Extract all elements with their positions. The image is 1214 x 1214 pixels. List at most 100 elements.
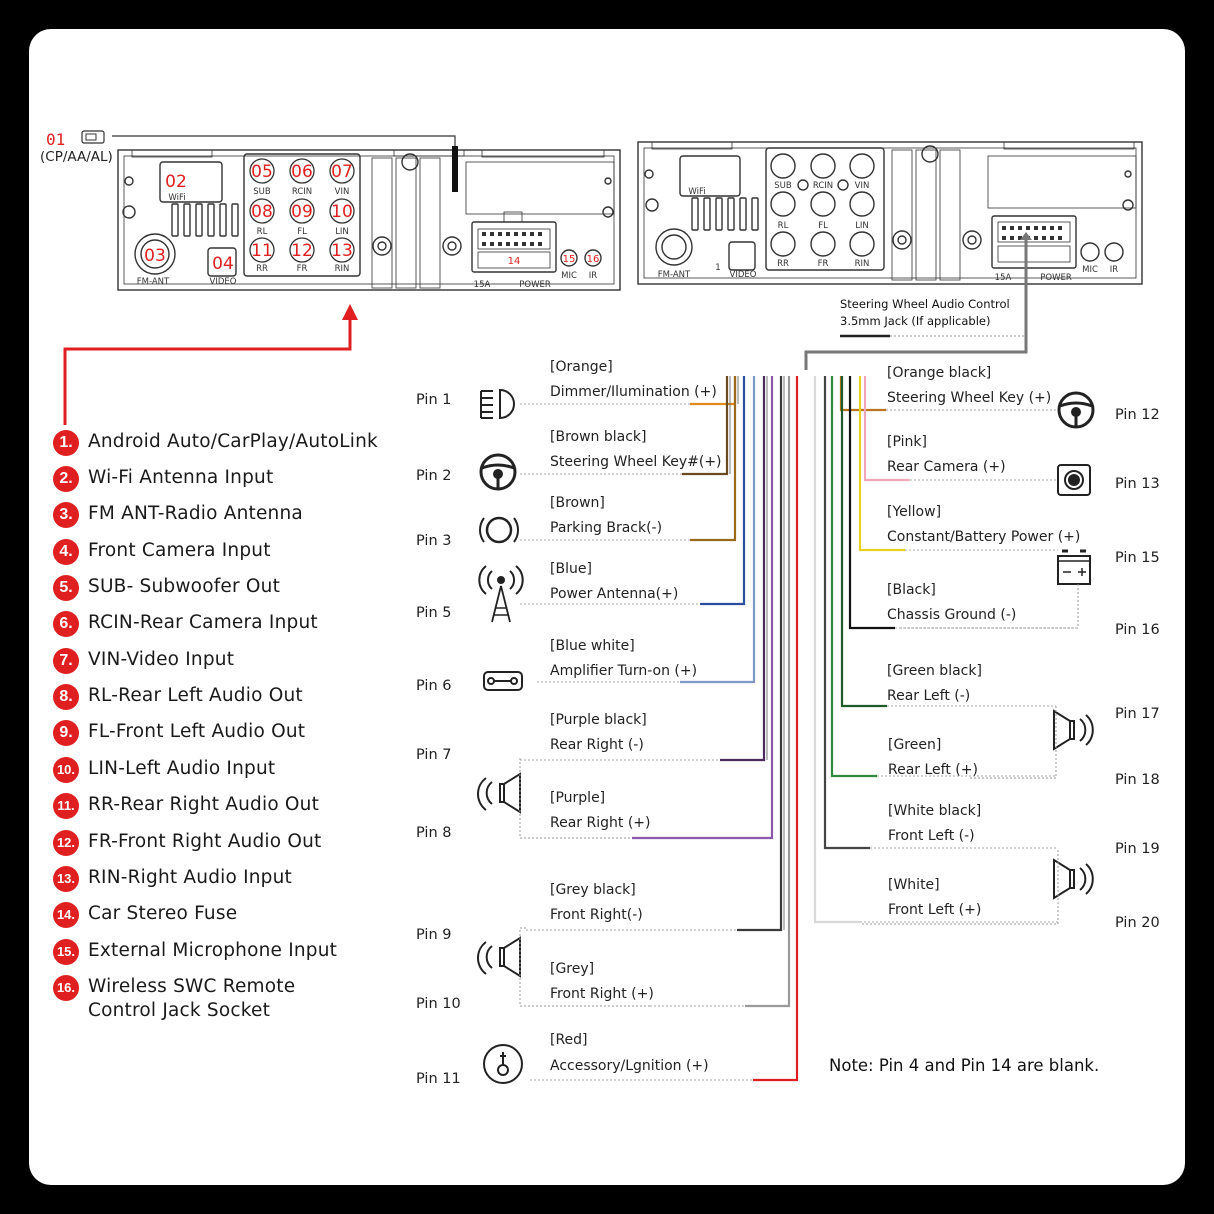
wire-function: Front Left (+) [888,902,981,918]
unit-left-port-label: LIN [335,227,349,237]
speaker-icon [477,936,521,978]
rca-jack [249,158,275,184]
swc-note-line2: 3.5mm Jack (If applicable) [840,314,991,328]
port-number-label: 13 [331,241,353,261]
head-unit-right [637,141,1143,285]
legend-item: 6.RCIN-Rear Camera Input [53,611,318,637]
wire-function: Accessory/Lgnition (+) [550,1058,709,1074]
rca-jack [249,198,275,224]
parking-brake-icon [479,516,519,544]
unit-right-port-label: RCIN [813,181,833,191]
rca-jack [249,237,275,263]
pin-label: Pin 3 [416,533,451,549]
unit-right-port-label: VIDEO [730,270,757,280]
port-number-label: 02 [165,172,187,192]
wire [745,376,791,1008]
power-connector-pins-right [1002,226,1062,240]
wire-color-name: [Purple] [550,790,605,806]
unit-right-port-label: 1 [715,263,720,273]
legend-label: FR-Front Right Audio Out [88,831,322,852]
legend-item: 3. FM ANT-Radio Antenna [53,502,303,528]
unit-right-port-label: MIC [1082,265,1098,275]
unit-right-port-label: SUB [774,181,792,191]
unit-left-port-label: SUB [253,187,271,197]
speaker-brackets [519,584,1079,1007]
unit-right-port-label: VIN [855,181,870,191]
speaker-icon [1053,858,1094,900]
legend-item: 2.Wi-Fi Antenna Input [53,466,273,492]
legend-item: 9.FL-Front Left Audio Out [53,720,305,746]
rca-jack [289,158,315,184]
wire-color-name: [Brown black] [550,429,646,445]
power-connector-pins-left [482,232,542,246]
unit-left-port-label: VIN [335,187,350,197]
rca-jack [329,237,355,263]
wire-color-name: [Blue] [550,561,592,577]
legend-label: RL-Rear Left Audio Out [88,685,303,706]
legend-number-badge: 6. [53,611,79,637]
unit-right-port-label: LIN [855,221,869,231]
legend-item: 11.RR-Rear Right Audio Out [53,793,319,819]
wire [700,376,746,606]
wire-color-name: [Red] [550,1032,588,1048]
wire-function: Rear Camera (+) [887,459,1006,475]
unit-right-port-label: FM-ANT [658,270,691,280]
legend-label: RIN-Right Audio Input [88,867,292,888]
swc-arrow-head [1020,232,1032,240]
amplifier-icon [483,671,523,691]
legend-label: Android Auto/CarPlay/AutoLink [88,431,378,452]
rca-jack [329,198,355,224]
wire [737,376,783,932]
legend-label: Wireless SWC Remote Control Jack Socket [88,976,296,1021]
unit-right-port-label: FL [818,221,828,231]
wire [720,376,766,762]
legend-number-badge: 7. [53,648,79,674]
wire-function: Front Left (-) [888,828,975,844]
wire-function: Steering Wheel Key#(+) [550,454,722,470]
wire-color-name: [White] [888,877,940,893]
legend-item: 14.Car Stereo Fuse [53,902,237,928]
camera-icon [1057,464,1091,496]
port-number-label: 07 [331,162,353,182]
legend-label: FM ANT-Radio Antenna [88,503,303,524]
legend-item: 5.SUB- Subwoofer Out [53,575,280,601]
unit-right-port-label: IR [1110,265,1119,275]
port-number-label: 16 [587,254,600,265]
wire-function: Amplifier Turn-on (+) [550,663,697,679]
legend-item: 7.VIN-Video Input [53,648,234,674]
wire-harness [520,376,1078,1082]
pin-label: Pin 2 [416,468,451,484]
pin-label: Pin 8 [416,825,451,841]
pin-label: Pin 11 [416,1071,461,1087]
legend-number-badge: 16. [53,975,79,1001]
speaker-icon [1053,709,1094,751]
legend-number-badge: 15. [53,939,79,965]
blank-pins-note: Note: Pin 4 and Pin 14 are blank. [829,1056,1100,1075]
wire-color-name: [Blue white] [550,638,635,654]
wire-function: Dimmer/Ilumination (+) [550,384,717,400]
head-unit-left [117,149,621,291]
wire [632,376,774,840]
wire-function: Rear Right (+) [550,815,650,831]
unit-left-port-label: VIDEO [210,277,237,287]
rca-jack [289,198,315,224]
wire [753,376,799,1082]
wire-color-name: [Grey black] [550,882,636,898]
pin-label: Pin 17 [1115,706,1160,722]
unit-left-port-label: 15A [474,280,491,290]
wire-color-name: [Orange] [550,359,613,375]
legend-number-badge: 3. [53,502,79,528]
unit-right-port-label: FR [818,259,829,269]
unit-right-port-label: RR [777,259,789,269]
wire-color-name: [Brown] [550,495,605,511]
pin-label: Pin 18 [1115,772,1160,788]
port-number-label: 03 [144,246,166,266]
wire-function: Front Right(-) [550,907,643,923]
wire-color-name: [Yellow] [887,504,941,520]
wire-color-name: [Green] [888,737,941,753]
legend-label: External Microphone Input [88,940,338,961]
port-number-label: 09 [291,202,313,222]
antenna-icon [478,565,524,623]
callout-arrow [63,318,352,425]
unit-left-port-label: IR [589,271,598,281]
